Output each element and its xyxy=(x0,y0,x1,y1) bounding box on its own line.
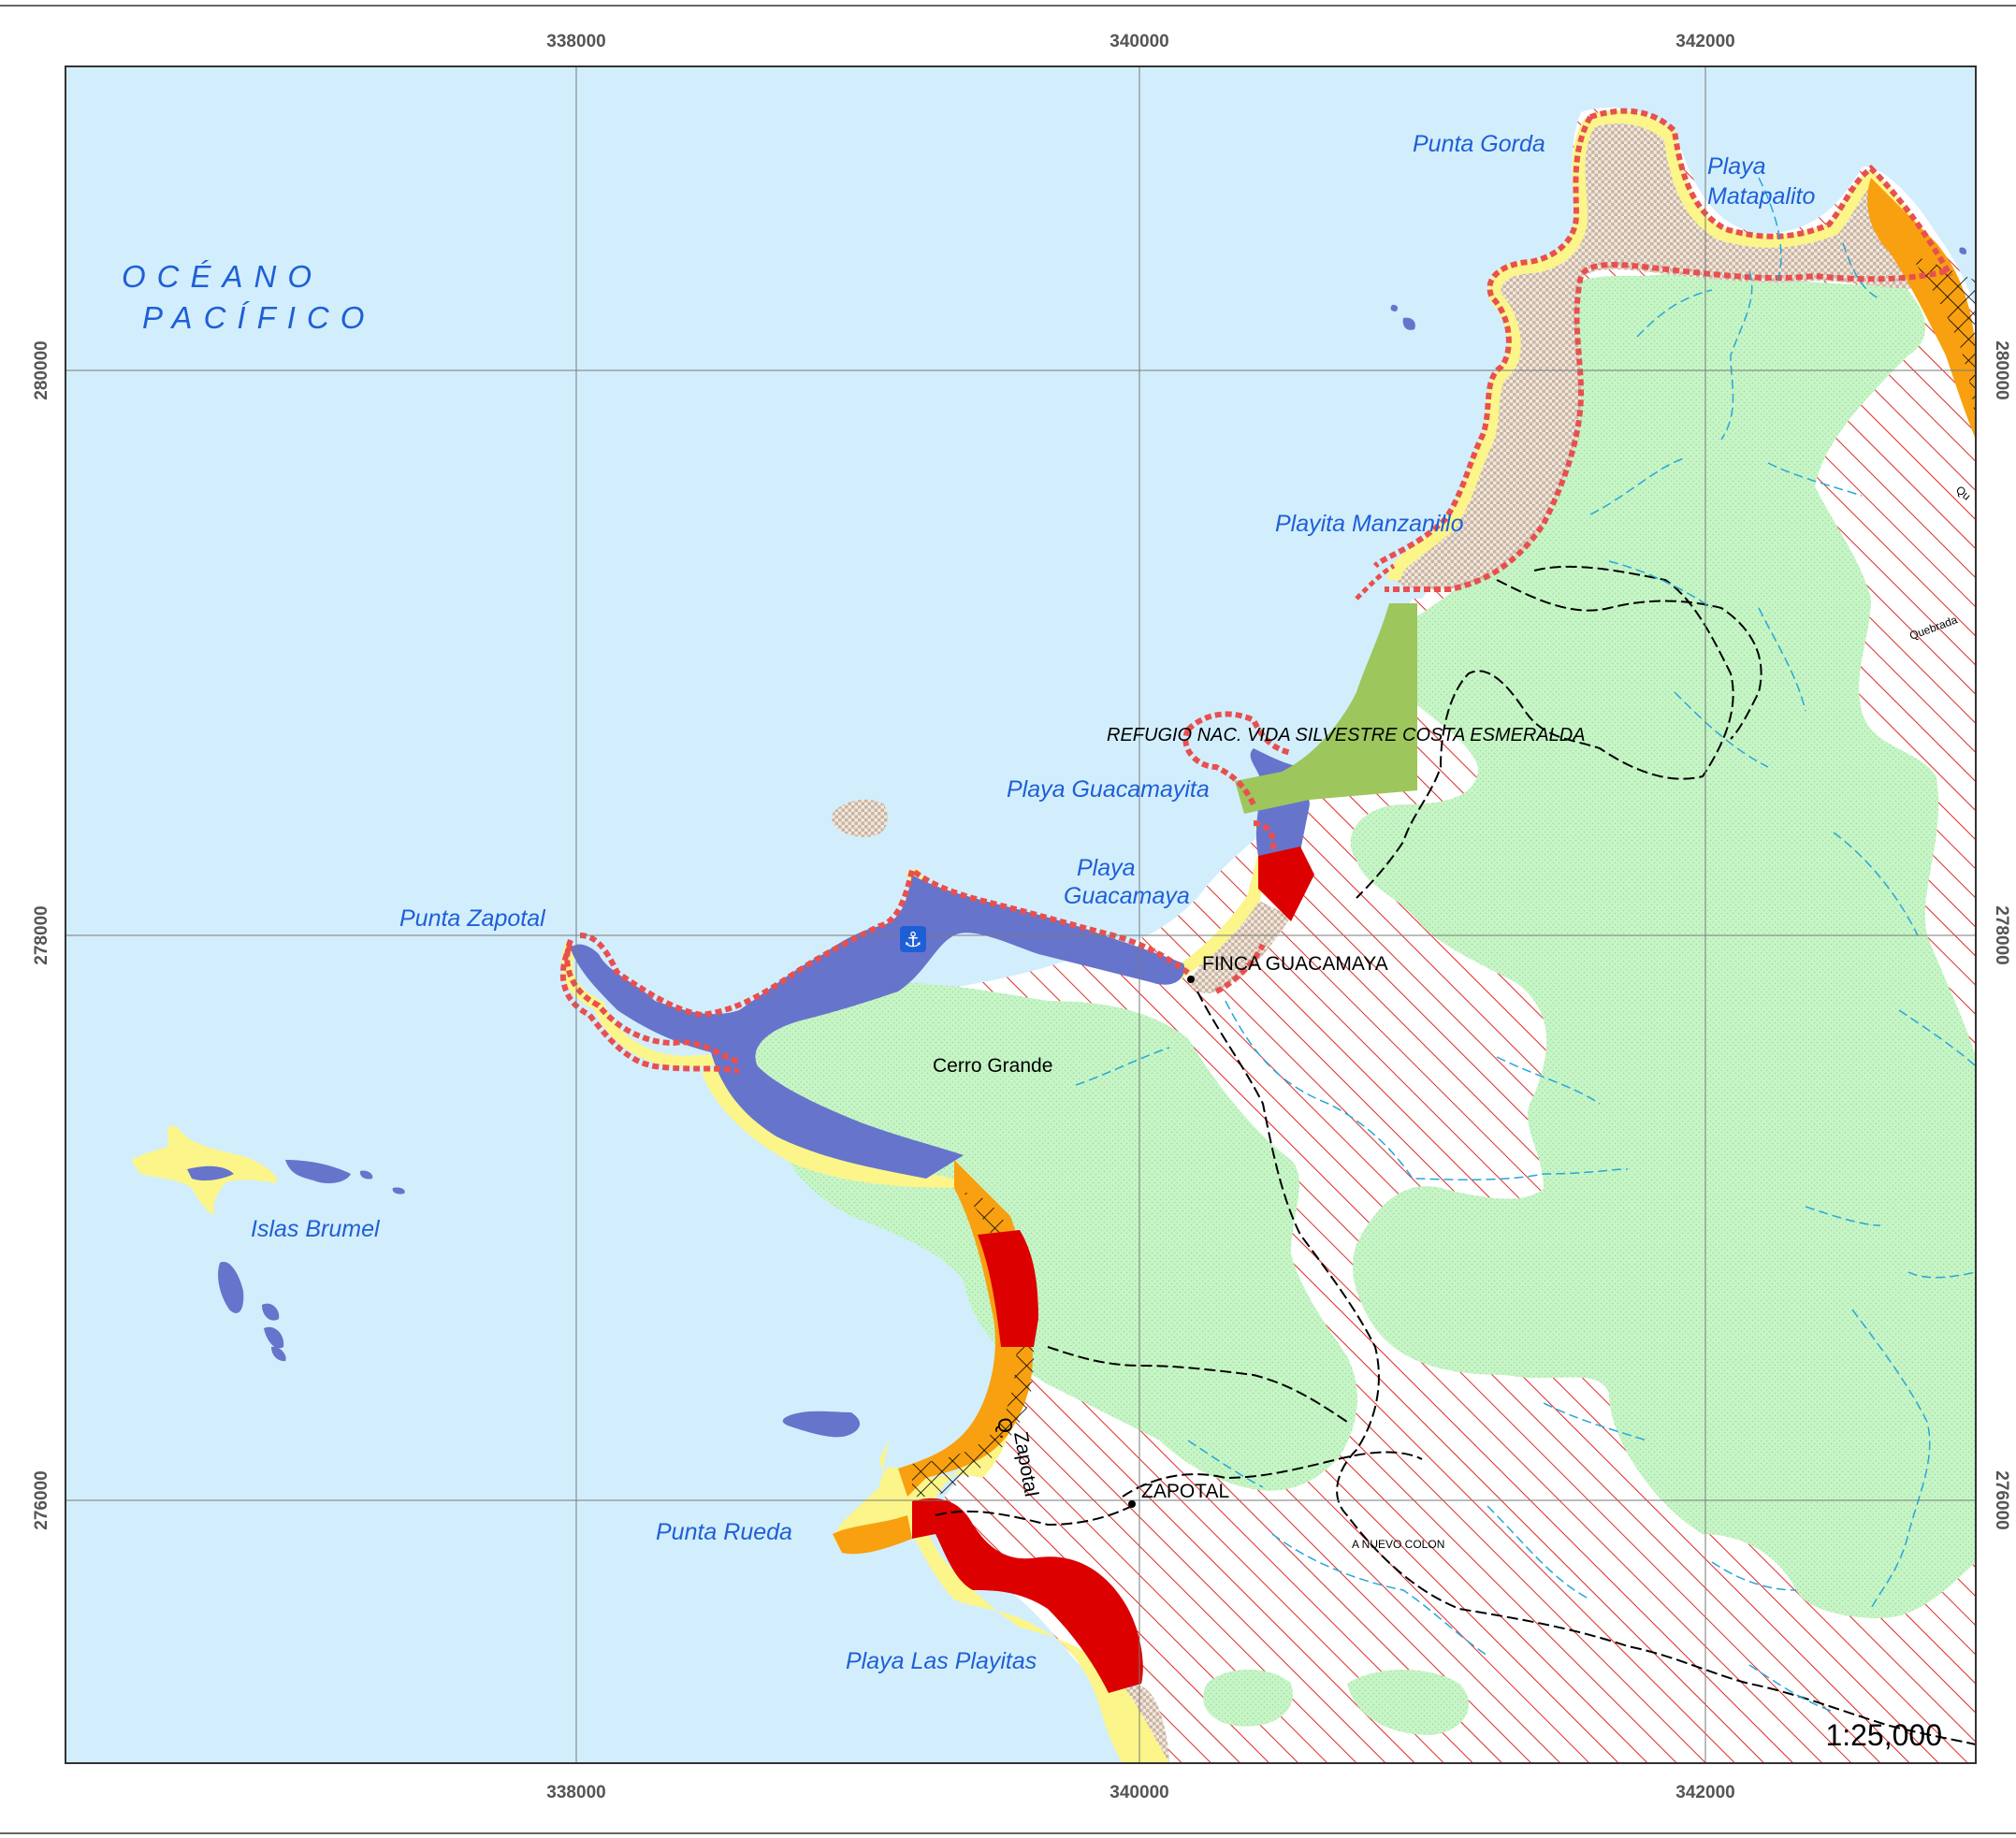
island-small-2 xyxy=(392,1187,405,1194)
label-playa-guacamaya-1: Playa xyxy=(1077,855,1136,881)
label-islas-brumel: Islas Brumel xyxy=(251,1216,381,1242)
label-punta-zapotal: Punta Zapotal xyxy=(399,905,546,932)
island-north-3 xyxy=(1959,247,1967,254)
orange-zone-punta-rueda xyxy=(833,1515,912,1555)
grid-label-top-338000: 338000 xyxy=(546,32,605,51)
grid-label-bottom-340000: 340000 xyxy=(1110,1783,1168,1802)
road-zapotal-west xyxy=(1122,1451,1423,1498)
road-south-1 xyxy=(935,1505,1133,1527)
grid-label-top-342000: 342000 xyxy=(1675,32,1734,51)
island-brumel-east xyxy=(285,1160,351,1184)
grid-label-bottom-342000: 342000 xyxy=(1675,1783,1734,1802)
label-a-nuevo-colon: A NUEVO COLON xyxy=(1352,1538,1444,1551)
coastline-islet xyxy=(1355,563,1396,601)
forest-patch-1 xyxy=(1203,1670,1293,1727)
grid-label-left-276000: 276000 xyxy=(32,1470,51,1529)
blue-zone-coast xyxy=(571,875,1185,1179)
island-brumel-blue xyxy=(187,1165,234,1181)
label-playa-matapalito-1: Playa xyxy=(1707,153,1766,180)
island-north-2 xyxy=(1390,304,1399,311)
beach-west xyxy=(702,1066,1169,1763)
crosshatch-west xyxy=(912,1193,1035,1497)
zapotal-point xyxy=(1128,1500,1136,1508)
grid-label-right-278000: 278000 xyxy=(1992,905,2011,964)
island-north-1 xyxy=(1402,317,1415,330)
road-zapotal xyxy=(1197,991,1976,1745)
coastline-north xyxy=(1372,108,1953,593)
road-north xyxy=(1356,565,1734,899)
road-north-2 xyxy=(1496,579,1762,740)
anchor-icon: ⚓ xyxy=(900,926,926,952)
road-southwest xyxy=(1047,1346,1348,1423)
coastline-punta-zapotal xyxy=(559,943,740,1074)
red-zone-west xyxy=(978,1230,1038,1347)
ocean-label-line2: PACÍFICO xyxy=(142,300,375,335)
orange-zone-matapalito xyxy=(1867,178,1976,440)
island-cluster-1 xyxy=(218,1262,244,1313)
island-offshore xyxy=(782,1411,861,1438)
refuge-area xyxy=(1235,603,1417,814)
grid-label-top-340000: 340000 xyxy=(1110,32,1168,51)
ocean-label-line1: OCÉANO xyxy=(122,259,323,294)
red-zone-las-playitas xyxy=(912,1498,1143,1693)
label-playa-guacamaya-2: Guacamaya xyxy=(1064,883,1190,909)
red-zone-guacamaya xyxy=(1258,847,1314,921)
map-frame xyxy=(65,65,1977,1764)
label-refugio: REFUGIO NAC. VIDA SILVESTRE COSTA ESMERA… xyxy=(1107,725,1586,745)
forest-area xyxy=(1350,271,1976,1618)
crosshatch-matapalito xyxy=(1908,253,1976,430)
sand-islet xyxy=(832,799,888,837)
label-q-zapotal-1: Q. xyxy=(993,1416,1018,1440)
label-zapotal: ZAPOTAL xyxy=(1141,1481,1229,1502)
coastline-guacamaya xyxy=(564,711,1292,1064)
svg-text:⚓: ⚓ xyxy=(904,929,922,952)
forest-patch-2 xyxy=(1347,1670,1469,1735)
label-playa-guacamayita: Playa Guacamayita xyxy=(1007,776,1210,803)
grid-label-right-276000: 276000 xyxy=(1992,1470,2011,1529)
island-cluster-4 xyxy=(271,1346,286,1362)
label-punta-rueda: Punta Rueda xyxy=(656,1519,792,1545)
sand-guacamaya xyxy=(1188,898,1291,993)
forest-cerro-grande xyxy=(747,982,1357,1491)
label-playita-manzanillo: Playita Manzanillo xyxy=(1275,511,1464,537)
streams xyxy=(1075,177,1976,1713)
island-small-1 xyxy=(359,1170,373,1180)
beach-punta-zapotal xyxy=(561,943,732,1067)
label-playa-las-playitas: Playa Las Playitas xyxy=(846,1648,1037,1674)
coastal-sand-strip xyxy=(1394,117,1946,589)
island-cluster-3 xyxy=(264,1326,284,1349)
label-cerro-grande: Cerro Grande xyxy=(933,1055,1052,1077)
label-punta-gorda: Punta Gorda xyxy=(1413,131,1545,157)
finca-guacamaya-point xyxy=(1187,976,1195,983)
label-playa-matapalito-2: Matapalito xyxy=(1707,183,1815,210)
grid-label-bottom-338000: 338000 xyxy=(546,1783,605,1802)
grid-label-left-278000: 278000 xyxy=(32,905,51,964)
island-cluster-2 xyxy=(262,1303,280,1321)
grid-label-right-280000: 280000 xyxy=(1992,340,2011,399)
grid-label-left-280000: 280000 xyxy=(32,340,51,399)
map-scale: 1:25,000 xyxy=(1825,1718,1942,1752)
label-finca-guacamaya: FINCA GUACAMAYA xyxy=(1202,953,1388,975)
coordinate-grid xyxy=(65,66,1976,1763)
